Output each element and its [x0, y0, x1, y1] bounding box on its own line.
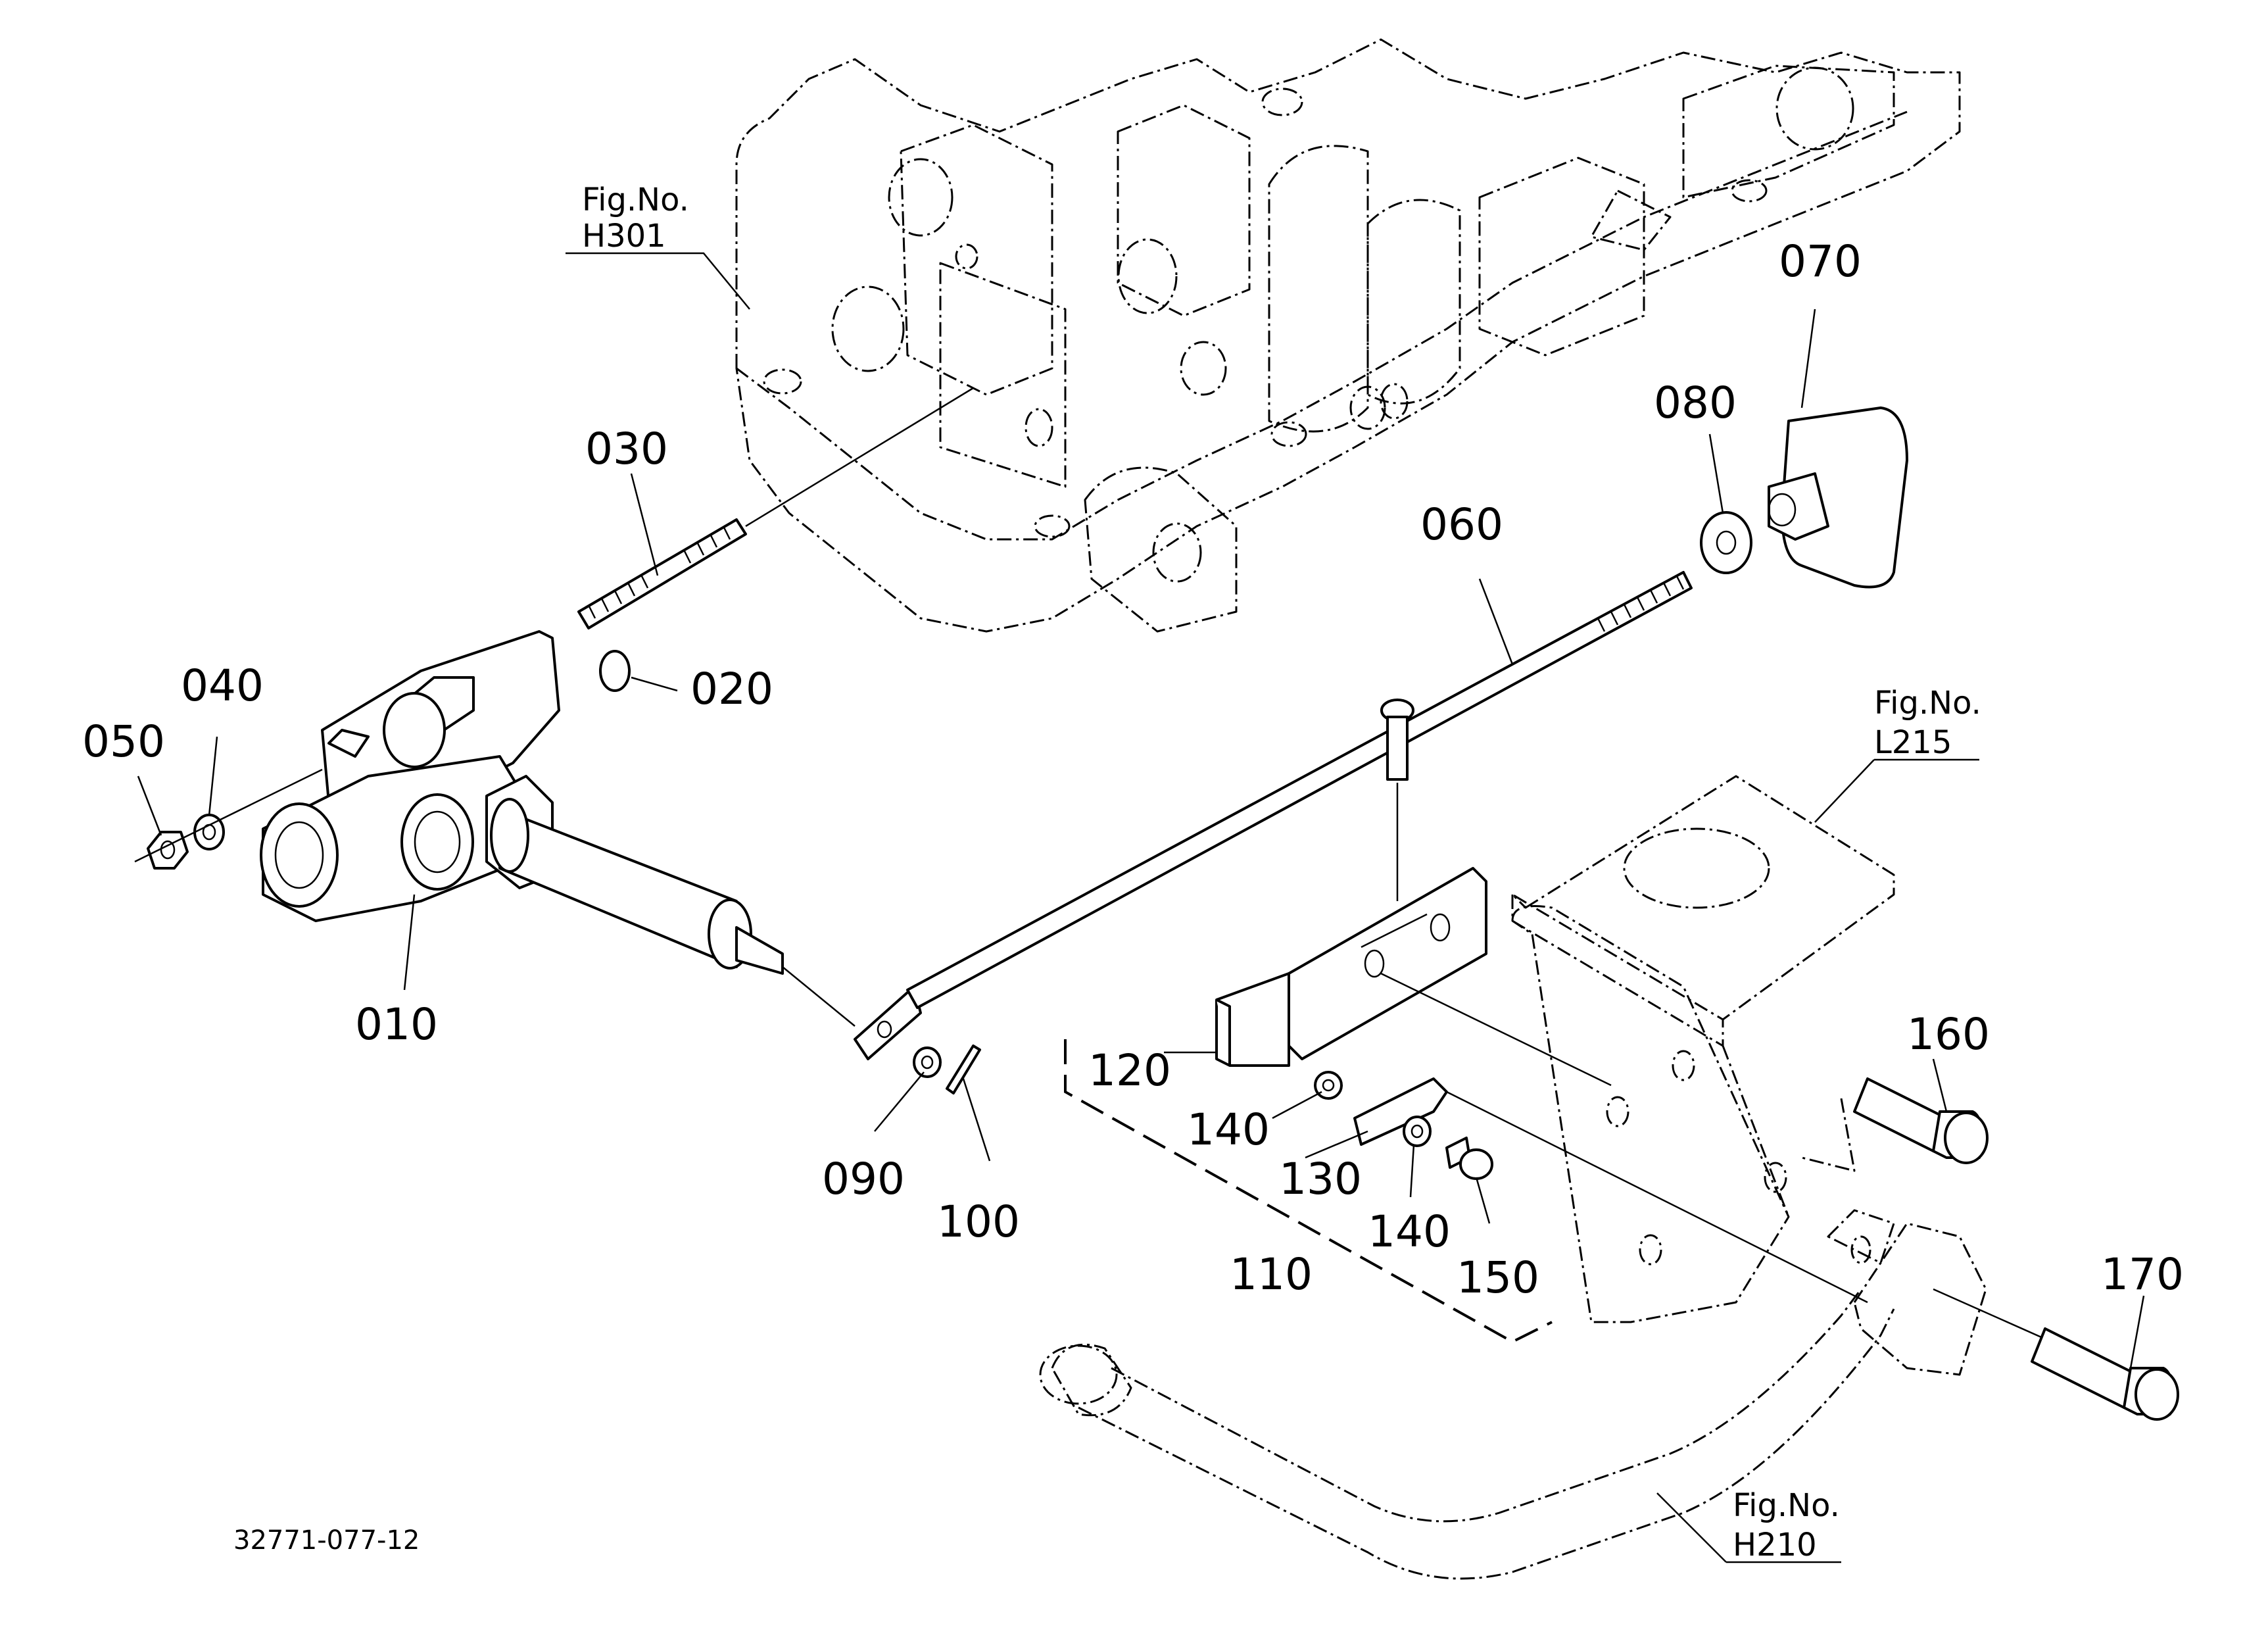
callout-120: 120 [1088, 1045, 1171, 1096]
callout-150: 150 [1457, 1252, 1539, 1303]
housing-ghost-h301 [735, 38, 1961, 633]
washer-080 [1700, 511, 1752, 574]
knob-070 [1768, 406, 1908, 589]
washer-140b [1403, 1116, 1432, 1147]
nut-050 [147, 831, 189, 870]
rod-060 [854, 571, 1693, 1060]
axis-line-090 [782, 966, 856, 1027]
bolt-150 [1445, 1137, 1493, 1180]
axis-line-120 [1380, 972, 1612, 1087]
callout-020: 020 [690, 664, 773, 714]
bolt-160 [1853, 1077, 1989, 1164]
cotter-pin-100 [946, 1045, 981, 1094]
callout-030: 030 [585, 424, 668, 474]
assembly-group-110 [1064, 1039, 1553, 1344]
bracket-ghost-l215 [1511, 775, 1895, 1323]
axis-line-160 [1446, 1091, 1868, 1304]
plate-130 [1353, 1077, 1448, 1146]
o-ring-020 [599, 650, 631, 692]
valve-body-010 [260, 630, 784, 975]
callout-080: 080 [1654, 378, 1737, 428]
callout-070: 070 [1779, 236, 1862, 287]
fig-ref-h210-number: H210 [1733, 1527, 1817, 1563]
callout-160: 160 [1907, 1009, 1990, 1060]
callout-100: 100 [937, 1196, 1020, 1247]
fig-ref-h301-number: H301 [582, 218, 666, 255]
axis-line-170 [1933, 1288, 2052, 1343]
callout-010: 010 [355, 999, 438, 1050]
stud-030 [577, 518, 747, 629]
fig-ref-l215-number: L215 [1874, 724, 1952, 761]
bracket-120 [1215, 867, 1487, 1067]
callout-170: 170 [2101, 1249, 2184, 1300]
bolt-170 [2031, 1327, 2179, 1421]
callout-040: 040 [181, 660, 264, 711]
callout-050: 050 [82, 716, 165, 767]
fig-ref-l215-label: Fig.No. [1874, 685, 1981, 722]
callout-090: 090 [822, 1154, 905, 1204]
fig-ref-h301-label: Fig.No. [582, 182, 689, 218]
pipe-ghost-h210 [1039, 1209, 1987, 1580]
drawing-number: 32771-077-12 [233, 1525, 420, 1556]
callout-140b: 140 [1368, 1206, 1451, 1257]
callout-060: 060 [1420, 499, 1503, 550]
callout-130: 130 [1279, 1154, 1362, 1204]
callout-110: 110 [1230, 1249, 1313, 1300]
callout-140a: 140 [1187, 1104, 1270, 1155]
fig-ref-h210-label: Fig.No. [1733, 1487, 1840, 1524]
washer-090 [913, 1046, 942, 1078]
axis-line-030 [745, 387, 974, 528]
leader-lines [137, 252, 2145, 1563]
washer-140a [1314, 1071, 1343, 1100]
axis-line-040-050 [134, 768, 323, 863]
